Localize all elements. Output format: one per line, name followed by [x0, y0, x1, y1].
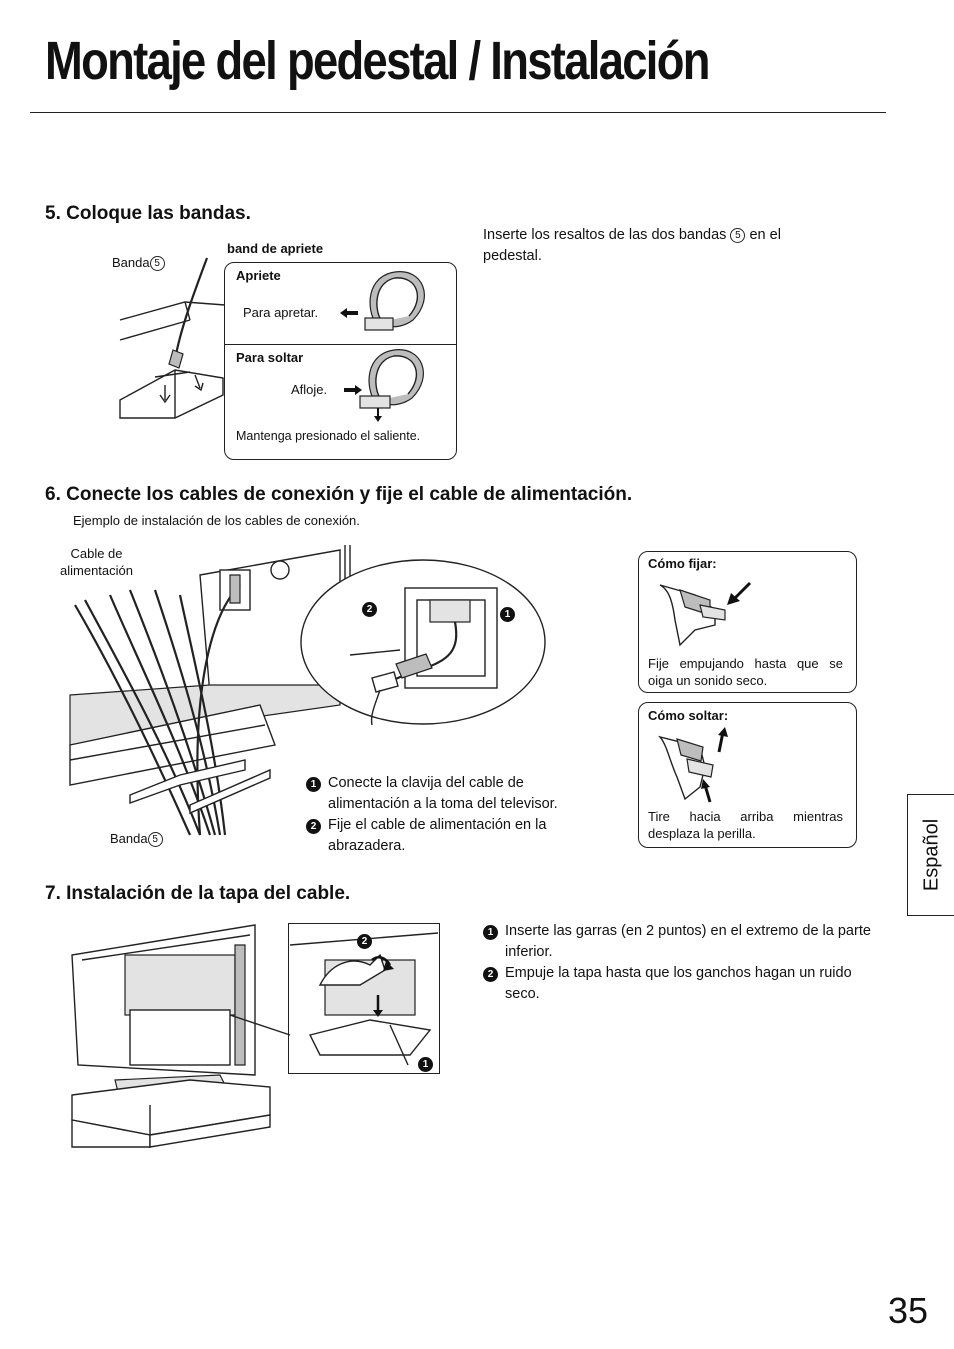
como-soltar-title: Cómo soltar:	[648, 708, 729, 723]
como-fijar-title: Cómo fijar:	[648, 556, 717, 571]
clamp-release-icon	[658, 727, 728, 803]
afloje-label: Afloje.	[291, 382, 328, 397]
para-soltar-label: Para soltar	[236, 350, 304, 365]
como-fijar-box	[638, 551, 857, 693]
detail-step1-marker: 1	[418, 1054, 433, 1072]
step5-instruction: Inserte los resaltos de las dos bandas 5…	[483, 227, 781, 264]
como-soltar-text: Tire hacia arriba mientras desplaza la p…	[648, 809, 843, 841]
zoom-step1-marker: 1	[500, 604, 515, 622]
power-cable-label: Cable de alimentación	[60, 546, 133, 578]
band-number-badge: 5	[149, 256, 165, 271]
clamp-fix-icon	[659, 581, 752, 647]
zoom-step2-marker: 2	[362, 599, 377, 617]
detail-divider	[225, 344, 456, 345]
detail-step2-marker: 2	[357, 931, 372, 949]
language-tab-label: Español	[920, 818, 942, 892]
page-number: 35	[888, 1290, 929, 1331]
como-soltar-box	[638, 702, 857, 848]
para-apretar-label: Para apretar.	[243, 305, 319, 320]
tie-band-release-icon	[359, 349, 424, 422]
como-fijar-text: Fije empujando hasta que se oiga un soni…	[648, 656, 843, 688]
title-divider	[30, 112, 886, 113]
step6-subtitle: Ejemplo de instalación de los cables de …	[73, 513, 360, 528]
arrow-right-icon	[344, 385, 362, 395]
page-title: Montaje del pedestal / Instalación	[45, 31, 710, 91]
language-tab: Español	[907, 794, 954, 916]
arrow-left-icon	[340, 308, 358, 318]
step7-detail-illustration	[289, 932, 439, 1066]
step6-zoom-detail	[300, 559, 546, 726]
band-number-badge: 5	[730, 228, 746, 243]
band-de-apriete-label: band de apriete	[227, 241, 324, 256]
step7-heading: 7. Instalación de la tapa del cable.	[45, 883, 351, 904]
tie-band-tighten-icon	[364, 271, 425, 331]
step5-pedestal-illustration	[119, 257, 226, 419]
step7-detail-box	[288, 923, 440, 1074]
mantenga-label: Mantenga presionado el saliente.	[236, 429, 421, 443]
step6-heading: 6. Conecte los cables de conexión y fije…	[45, 484, 633, 505]
apriete-label: Apriete	[236, 268, 281, 283]
step5-heading: 5. Coloque las bandas.	[45, 203, 251, 224]
step7-tv-illustration	[71, 924, 291, 1148]
band-number-badge: 5	[147, 832, 163, 847]
